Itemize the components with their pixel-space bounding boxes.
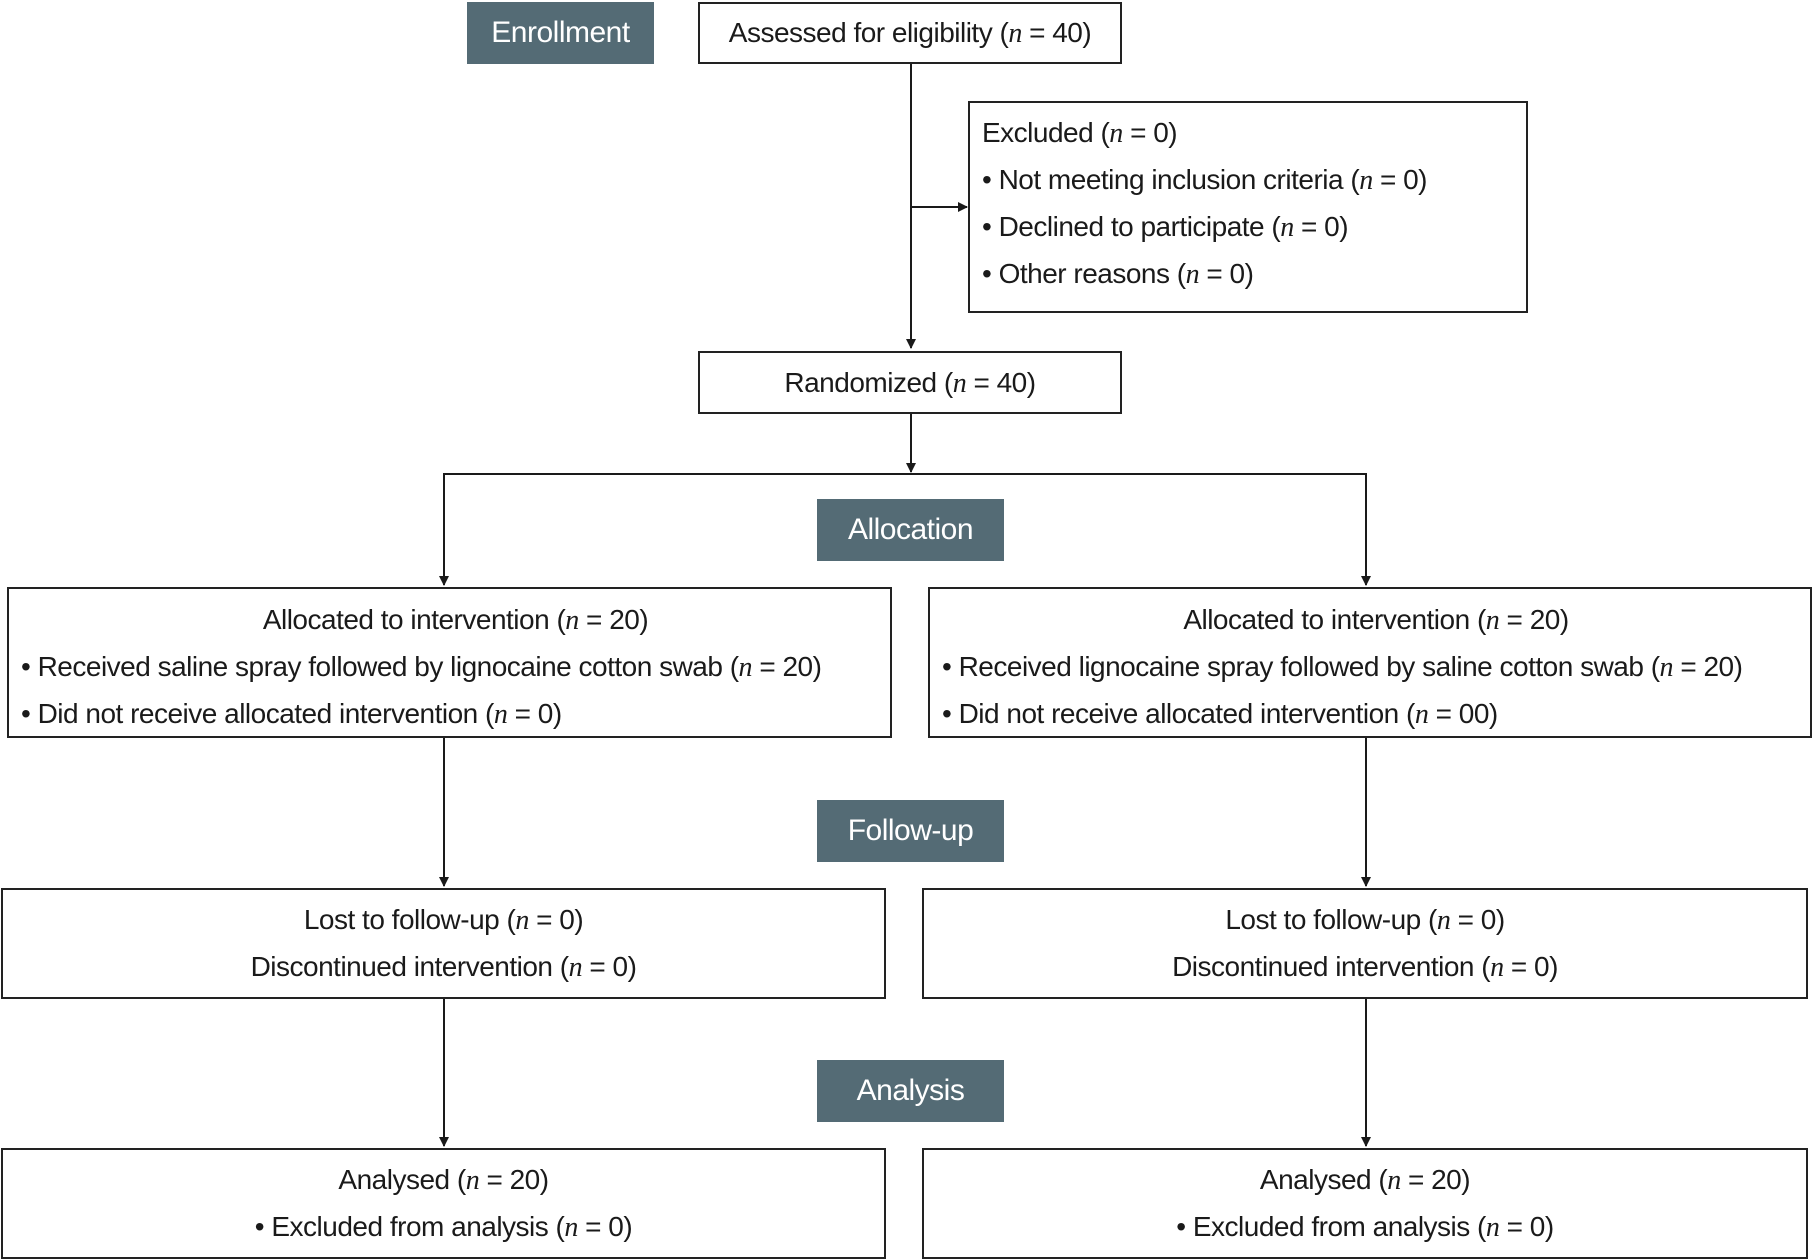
randomized-box: Randomized (n = 40)	[698, 351, 1122, 414]
split-connector	[443, 473, 1367, 585]
allocation-right-item: • Did not receive allocated intervention…	[942, 698, 1498, 730]
stage-analysis: Analysis	[817, 1060, 1004, 1122]
randomized-text: Randomized (n = 40)	[784, 367, 1036, 399]
followup-right-lost: Lost to follow-up (n = 0)	[1225, 904, 1505, 936]
assessed-text: Assessed for eligibility (n = 40)	[728, 17, 1092, 49]
allocation-left-item: • Received saline spray followed by lign…	[21, 651, 822, 683]
analysis-left-box: Analysed (n = 20) • Excluded from analys…	[1, 1148, 886, 1259]
assessed-box: Assessed for eligibility (n = 40)	[698, 2, 1122, 64]
followup-right-discontinued: Discontinued intervention (n = 0)	[1172, 951, 1558, 983]
excluded-item: • Not meeting inclusion criteria (n = 0)	[982, 164, 1428, 196]
allocation-right-title: Allocated to intervention (n = 20)	[1183, 604, 1569, 636]
allocation-left-title: Allocated to intervention (n = 20)	[262, 604, 649, 636]
allocation-left-box: Allocated to intervention (n = 20) • Rec…	[7, 587, 892, 738]
stage-followup: Follow-up	[817, 800, 1004, 862]
followup-left-lost: Lost to follow-up (n = 0)	[303, 904, 584, 936]
stage-enrollment: Enrollment	[467, 2, 654, 64]
analysis-right-analysed: Analysed (n = 20)	[1259, 1164, 1471, 1196]
excluded-item: • Other reasons (n = 0)	[982, 258, 1254, 290]
followup-left-box: Lost to follow-up (n = 0) Discontinued i…	[1, 888, 886, 999]
analysis-right-box: Analysed (n = 20) • Excluded from analys…	[922, 1148, 1808, 1259]
analysis-right-excluded: • Excluded from analysis (n = 0)	[1176, 1211, 1554, 1243]
allocation-right-box: Allocated to intervention (n = 20) • Rec…	[928, 587, 1812, 738]
excluded-box: Excluded (n = 0) • Not meeting inclusion…	[968, 101, 1528, 313]
stage-allocation: Allocation	[817, 499, 1004, 561]
excluded-title: Excluded (n = 0)	[982, 117, 1178, 149]
followup-right-box: Lost to follow-up (n = 0) Discontinued i…	[922, 888, 1808, 999]
allocation-left-item: • Did not receive allocated intervention…	[21, 698, 562, 730]
analysis-left-analysed: Analysed (n = 20)	[338, 1164, 549, 1196]
excluded-item: • Declined to participate (n = 0)	[982, 211, 1349, 243]
allocation-right-item: • Received lignocaine spray followed by …	[942, 651, 1743, 683]
analysis-left-excluded: • Excluded from analysis (n = 0)	[254, 1211, 633, 1243]
followup-left-discontinued: Discontinued intervention (n = 0)	[250, 951, 637, 983]
